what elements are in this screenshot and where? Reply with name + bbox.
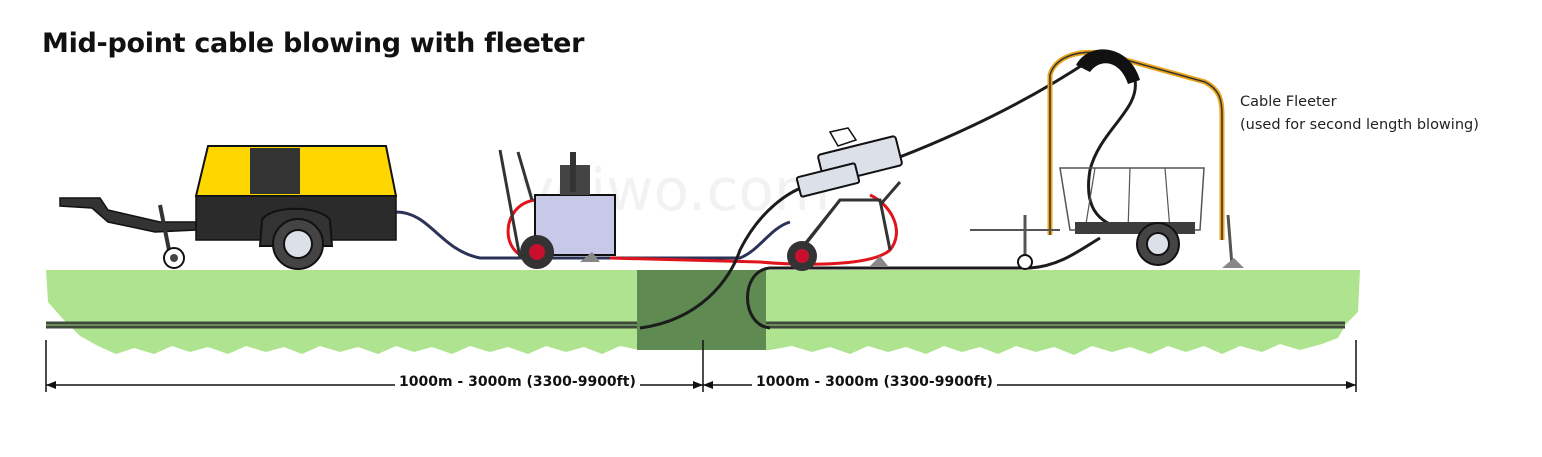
cable-route [639, 54, 1137, 330]
fleeter-callout: Cable Fleeter (used for second length bl… [1240, 91, 1479, 137]
dimension-label-first-length: 1000m - 3000m (3300-9900ft) [395, 374, 640, 390]
mid-point-pit [637, 270, 766, 350]
fleeter-label-line2: (used for second length blowing) [1240, 117, 1479, 133]
dimension-lines [45, 340, 1357, 392]
hydraulic-power-pack [498, 149, 616, 269]
page-title: Mid-point cable blowing with fleeter [42, 28, 585, 59]
fleeter-label-line1: Cable Fleeter [1240, 94, 1337, 110]
cable-fleeter [970, 49, 1244, 270]
cable-blowing-machine [787, 127, 903, 271]
dimension-label-second-length: 1000m - 3000m (3300-9900ft) [752, 374, 997, 390]
air-hose-blue [395, 210, 791, 260]
air-compressor [59, 145, 398, 270]
cable-return [746, 236, 1101, 330]
